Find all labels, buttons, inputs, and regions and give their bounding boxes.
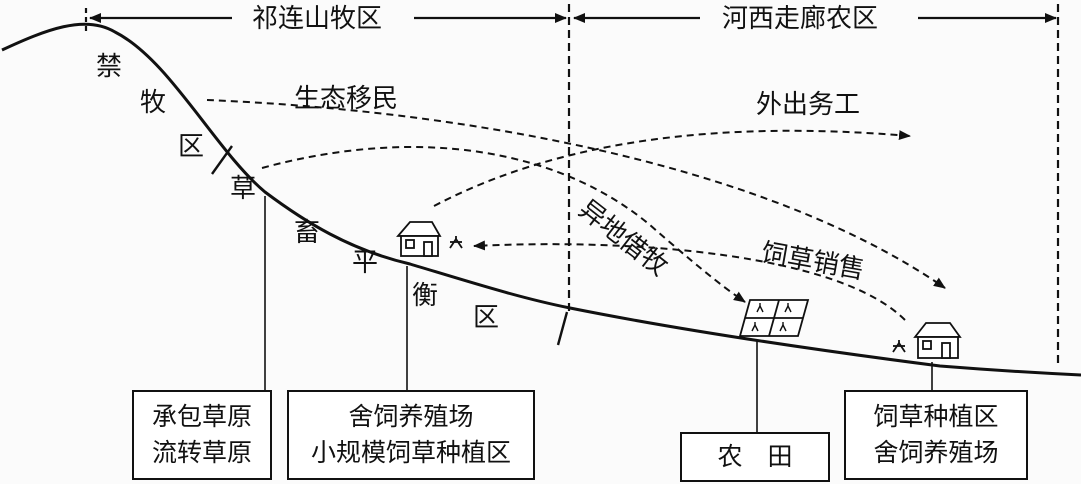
labor-label: 外出务工 <box>756 90 861 120</box>
offsite-grazing-arrow <box>261 146 746 303</box>
migration-label: 生态移民 <box>294 84 399 114</box>
migration-arrow <box>206 99 946 289</box>
house-icon <box>396 221 442 257</box>
box-line: 承包草原 <box>151 401 252 431</box>
balance-zone-char: 衡 <box>412 281 439 311</box>
person-icon <box>892 340 906 353</box>
farmland-box: 农 田 <box>680 432 830 482</box>
box-line: 流转草原 <box>151 438 252 467</box>
labor-arrow <box>433 129 911 207</box>
region-label-hexi: 河西走廊农区 <box>722 4 879 34</box>
zone-divider-2 <box>556 311 569 346</box>
balance-zone-char: 区 <box>473 303 500 333</box>
grassland-box: 承包草原 流转草原 <box>132 390 272 480</box>
no-graze-zone-char: 禁 <box>96 52 123 82</box>
ranch-box: 舍饲养殖场 小规模饲草种植区 <box>287 390 535 480</box>
region-dimension-line <box>84 8 1057 32</box>
person-icon <box>449 236 463 249</box>
zone-divider-1 <box>211 145 233 175</box>
box-line: 舍饲养殖场 <box>873 438 999 467</box>
balance-zone-char: 畜 <box>294 218 321 248</box>
field-icon <box>738 299 810 337</box>
box-line: 饲草种植区 <box>873 401 999 431</box>
leader-lines <box>264 196 933 432</box>
no-graze-zone-char: 区 <box>178 132 205 162</box>
region-label-qilian: 祁连山牧区 <box>252 4 383 34</box>
box-line: 舍饲养殖场 <box>348 401 474 431</box>
terrain-profile <box>1 22 1081 377</box>
box-line: 农 田 <box>717 441 793 471</box>
no-graze-zone-char: 牧 <box>140 88 167 118</box>
box-line: 小规模饲草种植区 <box>310 438 511 467</box>
forage-zone-box: 饲草种植区 舍饲养殖场 <box>844 390 1028 480</box>
forage-sale-arrow <box>473 240 906 321</box>
balance-zone-char: 草 <box>230 174 257 204</box>
balance-zone-char: 平 <box>352 248 379 278</box>
house-icon <box>913 322 962 359</box>
